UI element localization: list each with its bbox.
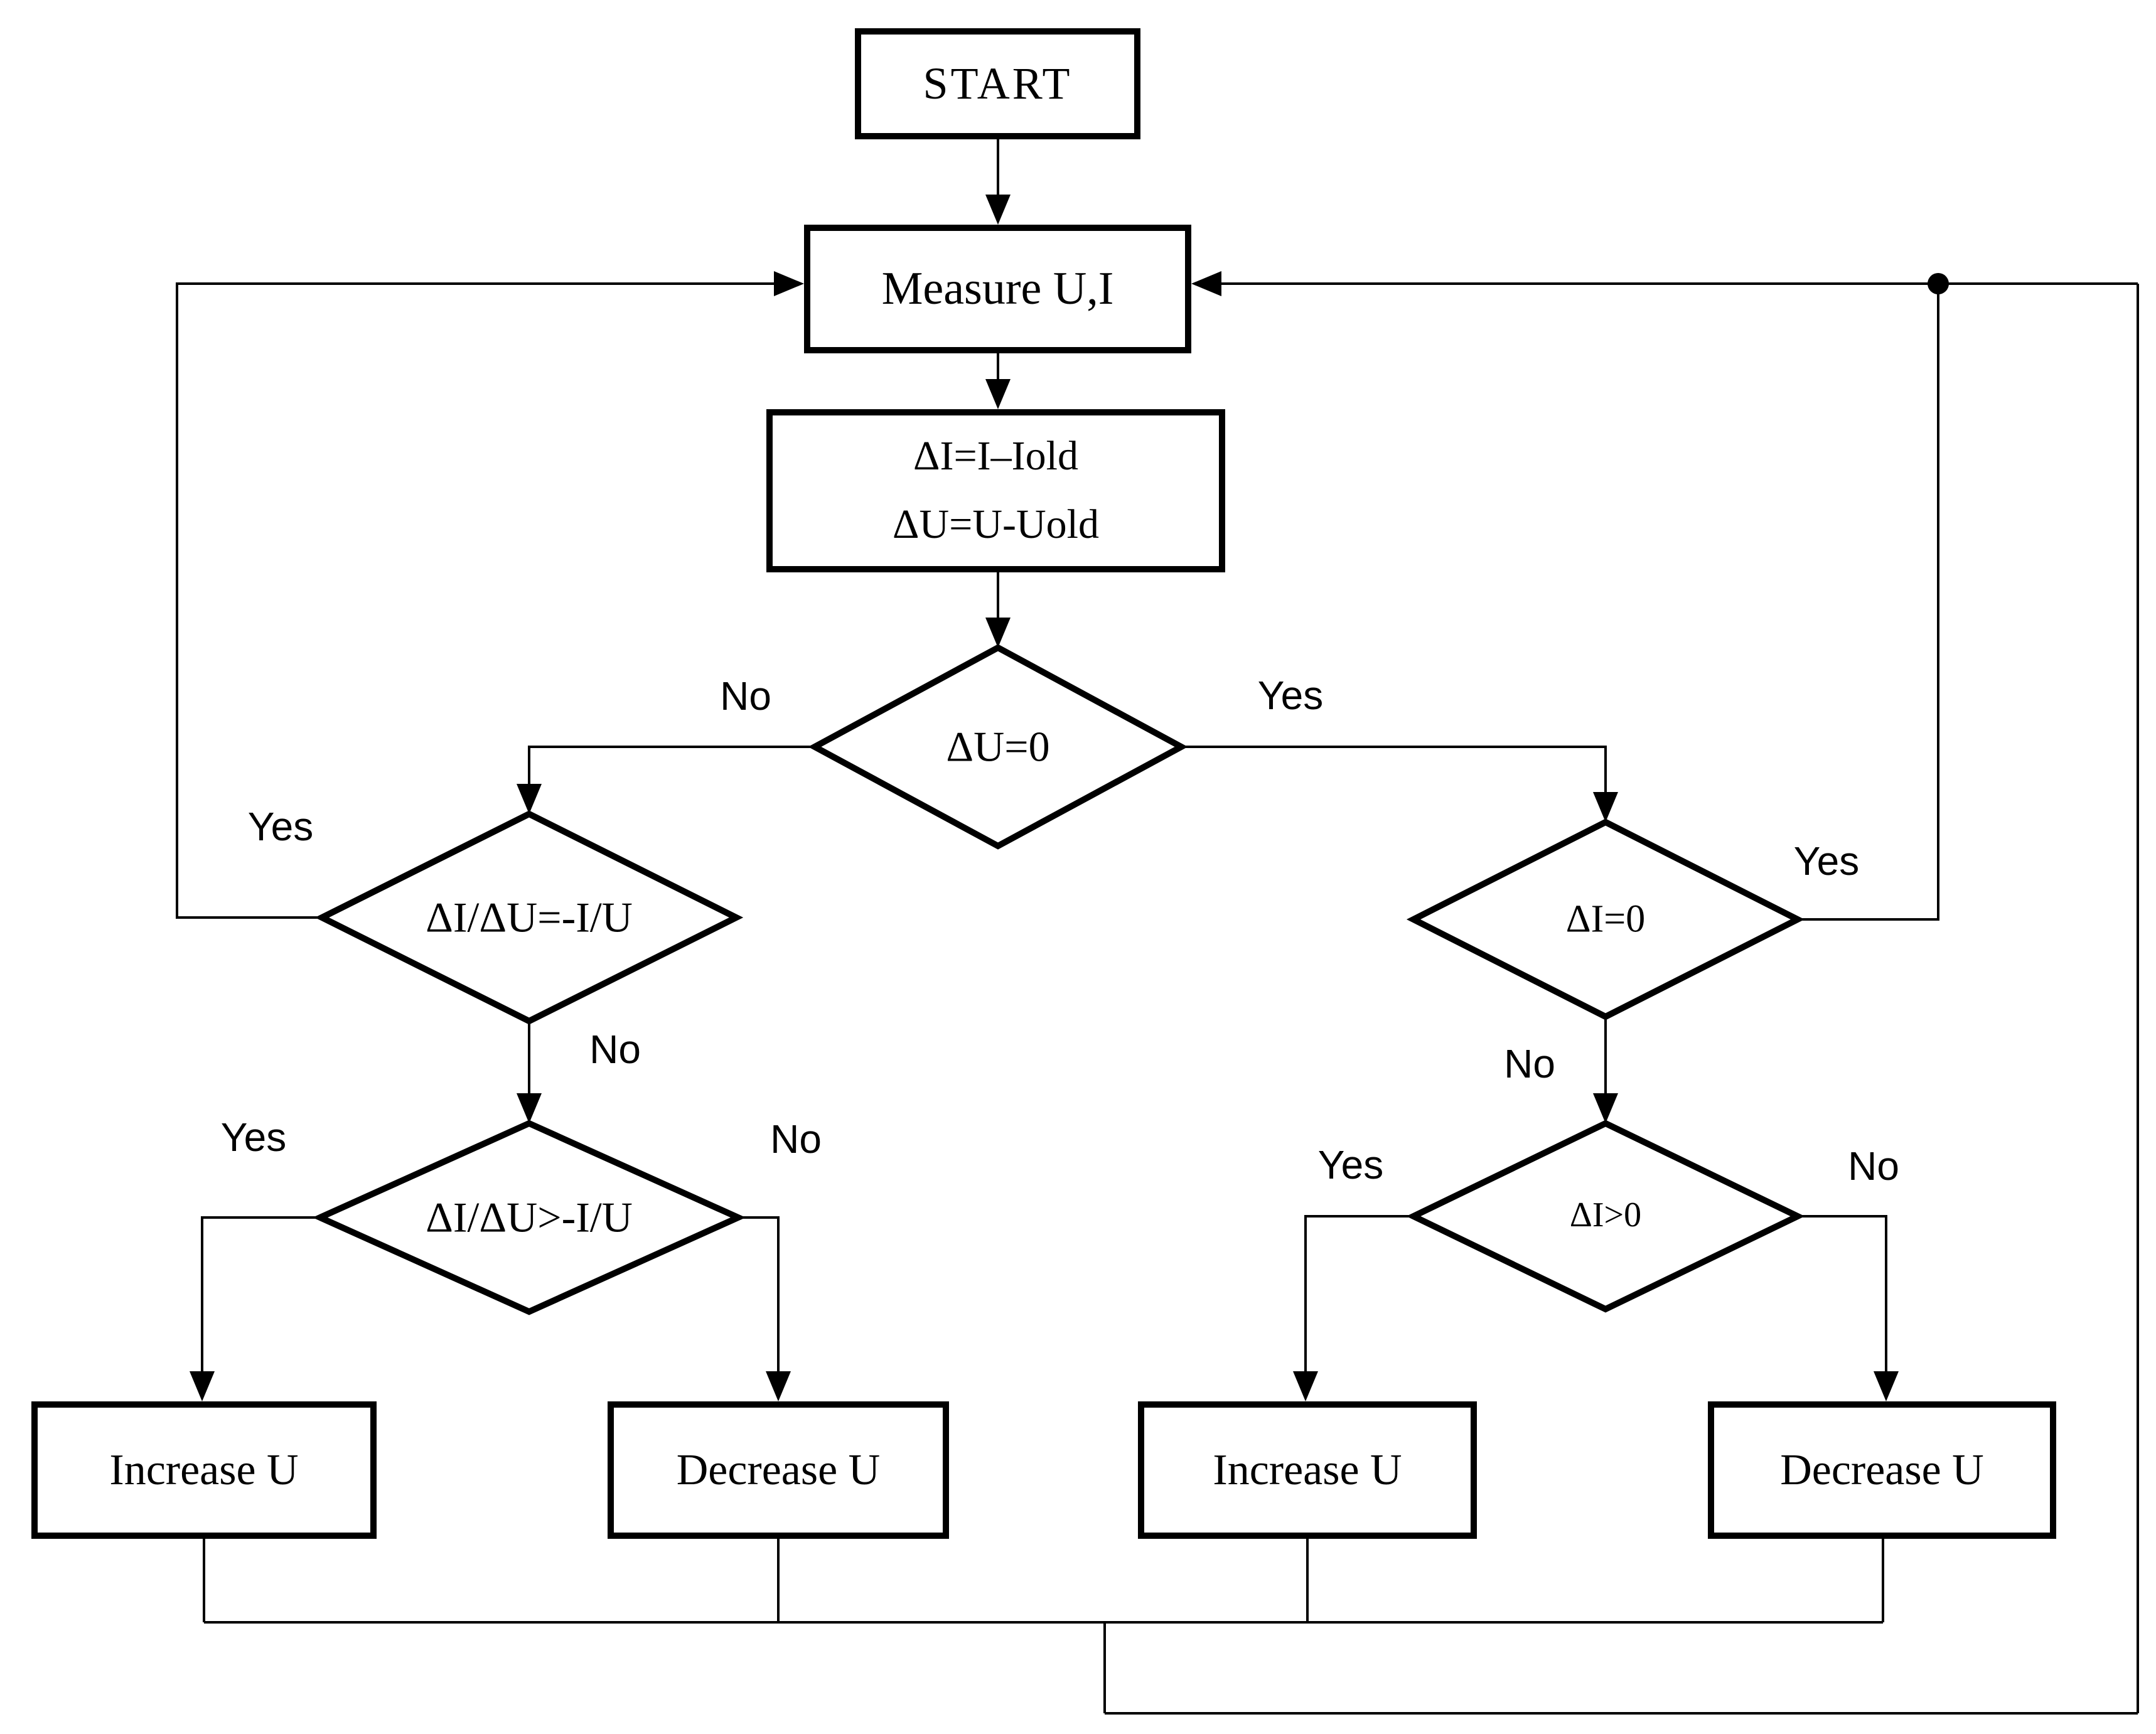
- diamond-du-zero-label: ΔU=0: [946, 722, 1050, 771]
- edge-label-di-zero-no: No: [1504, 1041, 1555, 1086]
- arrowhead-into-di-greater: [1593, 1093, 1618, 1123]
- diamond-di-greater-label: ΔI>0: [1569, 1196, 1642, 1234]
- arrowhead-into-increase-left: [190, 1371, 215, 1401]
- node-delta-calc-label: ΔI=I–Iold ΔU=U-Uold: [893, 422, 1099, 559]
- arrowhead-into-measure-right: [1191, 271, 1221, 296]
- edge-label-di-zero-yes: Yes: [1793, 838, 1860, 884]
- edge-du-zero-no: [528, 746, 815, 810]
- edge-du-zero-yes: [1181, 746, 1607, 818]
- node-measure: Measure U,I: [804, 225, 1191, 353]
- node-increase-u-right-label: Increase U: [1213, 1446, 1402, 1494]
- node-decrease-u-left: Decrease U: [608, 1401, 949, 1539]
- junction-dot: [1928, 273, 1949, 294]
- arrowhead-into-increase-right: [1293, 1371, 1318, 1401]
- edge-label-di-greater-no: No: [1848, 1143, 1899, 1189]
- diamond-slope-greater-label: ΔI/ΔU>-I/U: [426, 1193, 633, 1241]
- diamond-di-greater: [1406, 1120, 1805, 1313]
- node-start: START: [855, 28, 1140, 139]
- arrowhead-into-delta: [985, 379, 1011, 409]
- node-decrease-u-right-label: Decrease U: [1780, 1446, 1984, 1494]
- arrowhead-into-decrease-left: [766, 1371, 791, 1401]
- edge-di-zero-yes: [1798, 284, 1939, 921]
- edge-label-di-greater-yes: Yes: [1317, 1142, 1384, 1187]
- diamond-slope-greater: [312, 1120, 746, 1315]
- node-measure-label: Measure U,I: [881, 262, 1114, 314]
- edge-di-greater-no: [1798, 1215, 1887, 1398]
- node-start-label: START: [923, 58, 1073, 109]
- edge-label-slope-equal-no: No: [589, 1027, 641, 1072]
- node-decrease-u-left-label: Decrease U: [676, 1446, 881, 1494]
- diamond-slope-equal-label: ΔI/ΔU=-I/U: [426, 893, 633, 941]
- node-increase-u-left: Increase U: [31, 1401, 377, 1539]
- arrowhead-into-measure-left: [774, 271, 804, 296]
- arrowhead-into-du-zero: [985, 618, 1011, 648]
- edge-di-greater-yes: [1304, 1215, 1413, 1398]
- node-delta-line1: ΔI=I–Iold: [913, 433, 1078, 479]
- edge-label-du-zero-yes: Yes: [1257, 673, 1324, 718]
- edge-label-du-zero-no: No: [720, 673, 771, 719]
- edge-slope-greater-no: [738, 1216, 780, 1398]
- diamond-di-zero: [1406, 818, 1805, 1020]
- edge-label-slope-greater-no: No: [770, 1116, 822, 1162]
- arrowhead-into-di-zero: [1593, 792, 1618, 822]
- node-increase-u-right: Increase U: [1138, 1401, 1477, 1539]
- node-delta-calc: ΔI=I–Iold ΔU=U-Uold: [766, 409, 1225, 572]
- arrowhead-into-measure-top: [985, 195, 1011, 225]
- edge-label-slope-greater-yes: Yes: [220, 1115, 287, 1160]
- edge-slope-greater-yes: [201, 1216, 320, 1398]
- node-delta-line2: ΔU=U-Uold: [893, 501, 1099, 547]
- arrowhead-into-slope-greater: [517, 1093, 542, 1123]
- diamond-slope-equal: [314, 810, 744, 1025]
- node-increase-u-left-label: Increase U: [109, 1446, 299, 1494]
- arrowhead-into-slope-equal: [517, 784, 542, 814]
- edge-slope-equal-yes-loop: [176, 282, 776, 919]
- diamond-du-zero: [808, 644, 1188, 850]
- arrowhead-into-decrease-right: [1874, 1371, 1899, 1401]
- diamond-di-zero-label: ΔI=0: [1565, 897, 1646, 941]
- node-decrease-u-right: Decrease U: [1708, 1401, 2056, 1539]
- edge-label-slope-equal-yes: Yes: [247, 804, 314, 849]
